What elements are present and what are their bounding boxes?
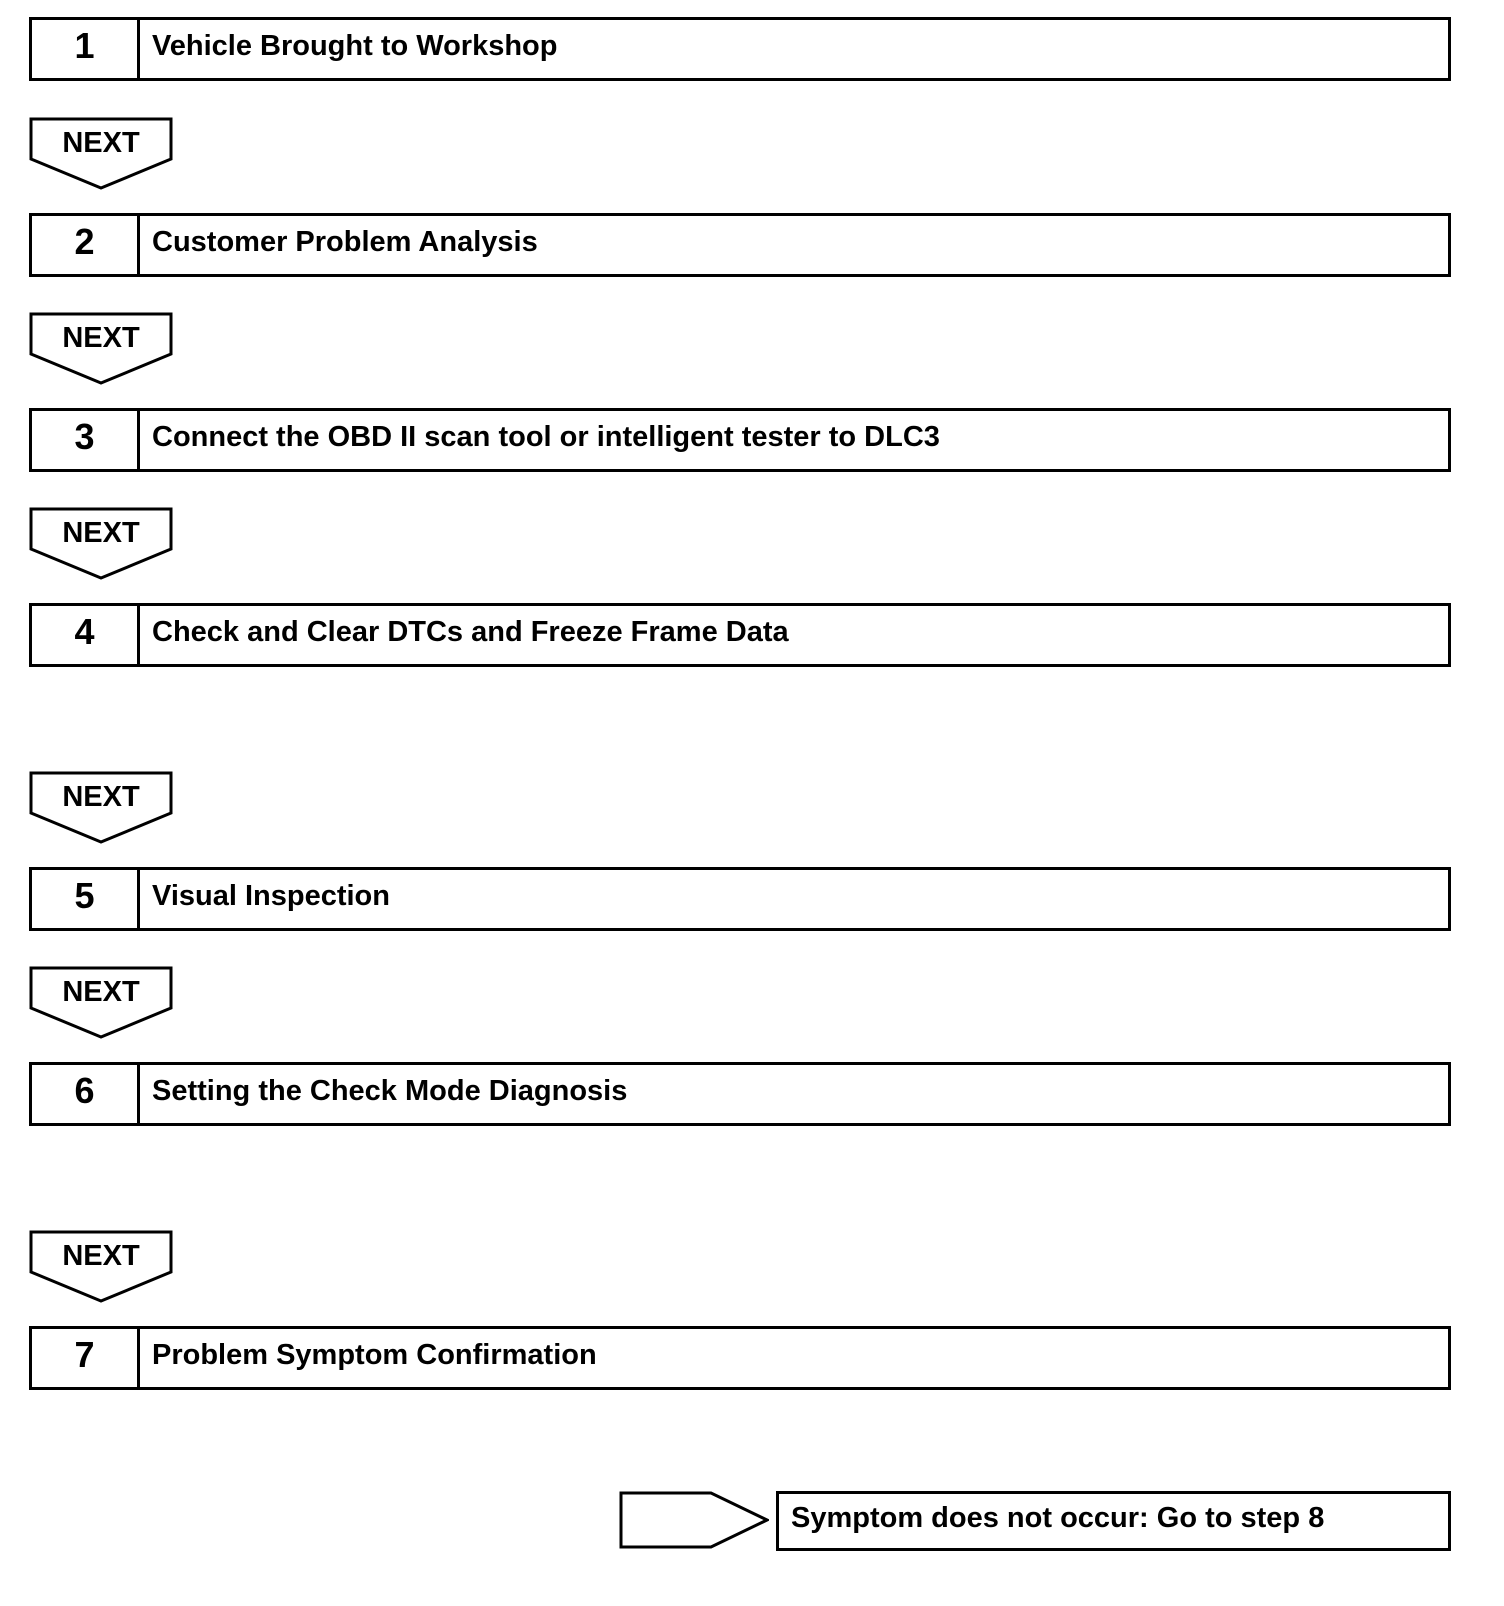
next-label: NEXT: [62, 781, 140, 813]
branch-box: Symptom does not occur: Go to step 8: [776, 1491, 1451, 1551]
step-label: Problem Symptom Confirmation: [152, 1338, 597, 1371]
step-number: 1: [32, 20, 140, 78]
step-box-3: 3 Connect the OBD II scan tool or intell…: [29, 408, 1451, 472]
step-box-1: 1 Vehicle Brought to Workshop: [29, 17, 1451, 81]
step-box-6: 6 Setting the Check Mode Diagnosis: [29, 1062, 1451, 1126]
step-label: Visual Inspection: [152, 879, 390, 912]
step-number: 5: [32, 870, 140, 928]
next-label: NEXT: [62, 976, 140, 1008]
next-arrow-6: NEXT: [29, 1230, 173, 1304]
step-number: 4: [32, 606, 140, 664]
branch-arrow-icon: [619, 1491, 769, 1549]
next-arrow-2: NEXT: [29, 312, 173, 386]
step-box-5: 5 Visual Inspection: [29, 867, 1451, 931]
step-label: Connect the OBD II scan tool or intellig…: [152, 420, 940, 453]
step-number: 2: [32, 216, 140, 274]
next-arrow-shape: [29, 771, 173, 844]
step-box-4: 4 Check and Clear DTCs and Freeze Frame …: [29, 603, 1451, 667]
next-arrow-4: NEXT: [29, 771, 173, 845]
next-label: NEXT: [62, 322, 140, 354]
step-label: Vehicle Brought to Workshop: [152, 29, 558, 62]
next-arrow-shape: [29, 1230, 173, 1303]
step-label: Check and Clear DTCs and Freeze Frame Da…: [152, 615, 789, 648]
next-arrow-5: NEXT: [29, 966, 173, 1040]
next-label: NEXT: [62, 127, 140, 159]
next-label: NEXT: [62, 1240, 140, 1272]
next-arrow-shape: [29, 507, 173, 580]
next-arrow-shape: [29, 117, 173, 190]
next-label: NEXT: [62, 517, 140, 549]
branch-label: Symptom does not occur: Go to step 8: [791, 1501, 1325, 1534]
step-box-2: 2 Customer Problem Analysis: [29, 213, 1451, 277]
step-number: 3: [32, 411, 140, 469]
next-arrow-shape: [29, 966, 173, 1039]
step-label: Customer Problem Analysis: [152, 225, 538, 258]
next-arrow-1: NEXT: [29, 117, 173, 191]
next-arrow-3: NEXT: [29, 507, 173, 581]
step-number: 6: [32, 1065, 140, 1123]
step-box-7: 7 Problem Symptom Confirmation: [29, 1326, 1451, 1390]
next-arrow-shape: [29, 312, 173, 385]
step-number: 7: [32, 1329, 140, 1387]
step-label: Setting the Check Mode Diagnosis: [152, 1074, 628, 1107]
